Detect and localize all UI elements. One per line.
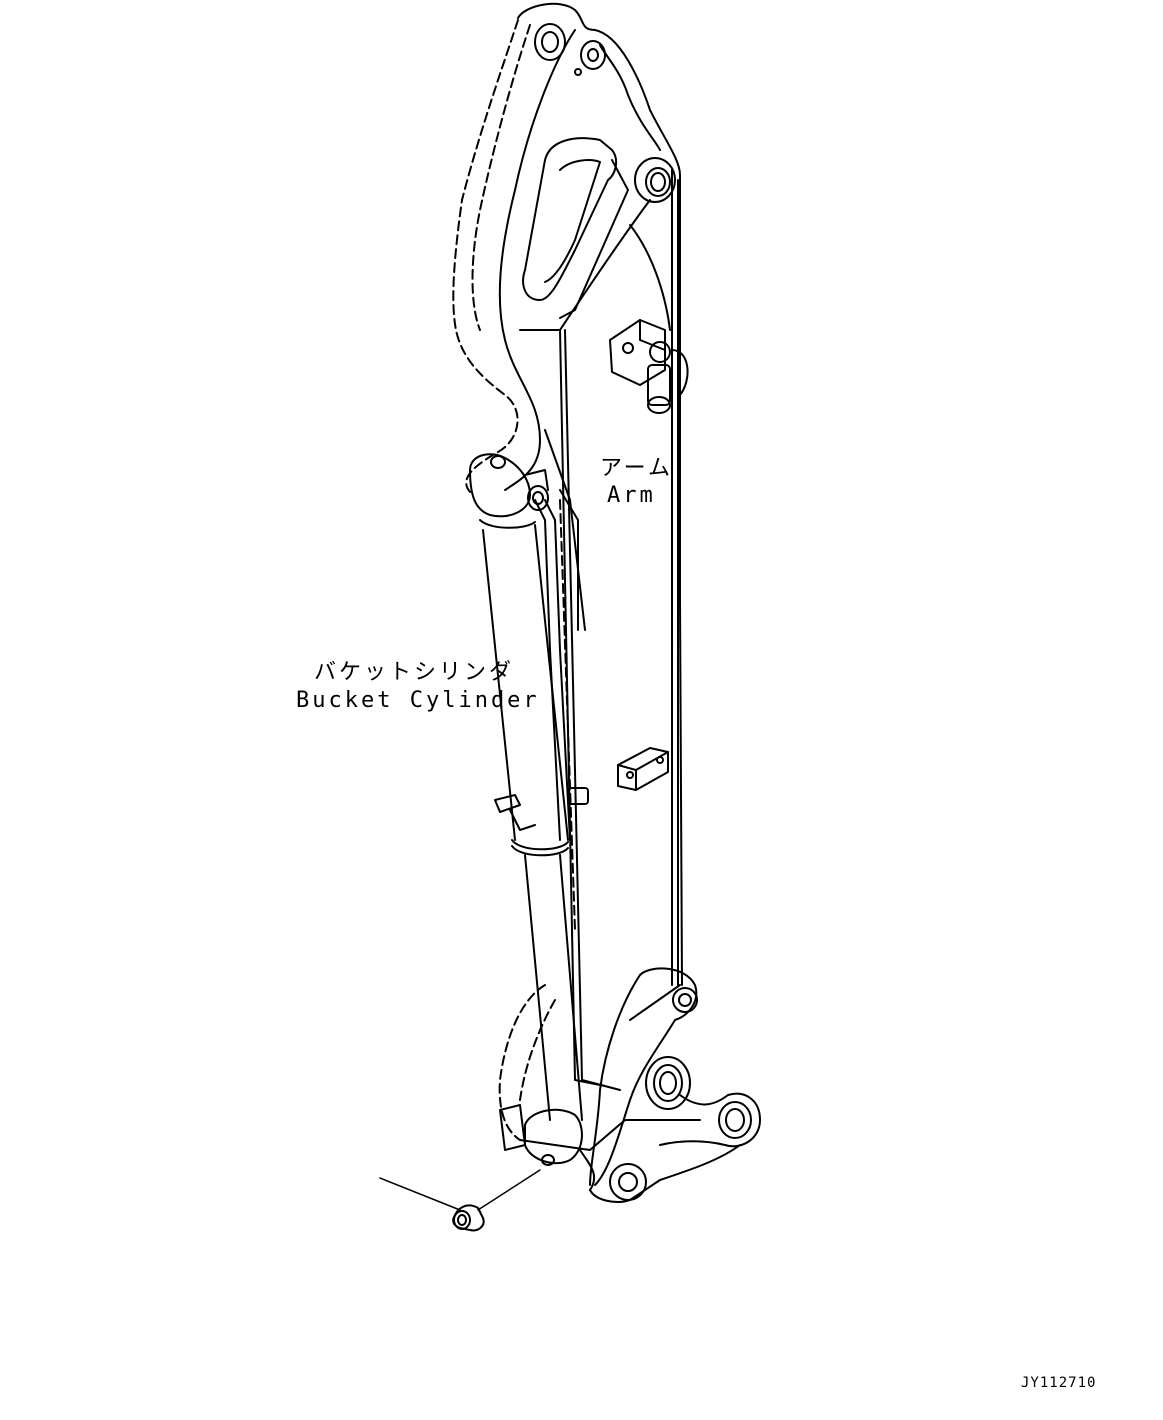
hose-clamp	[617, 747, 669, 791]
arm-label-jp: アーム	[600, 456, 674, 481]
bucket-linkage	[498, 967, 761, 1203]
cylinder-head-boss	[634, 157, 676, 203]
top-pin-boss	[534, 23, 606, 76]
bucket-cylinder	[469, 453, 589, 1166]
arm-body	[452, 2, 683, 1081]
drawing-id: JY112710	[1021, 1375, 1097, 1391]
part-callout	[379, 1169, 541, 1232]
cylinder-label-en: Bucket Cylinder	[296, 688, 540, 713]
arm-label-en: Arm	[607, 483, 656, 508]
grease-bracket	[609, 319, 689, 414]
cylinder-label-jp: バケットシリンダ	[314, 660, 515, 685]
